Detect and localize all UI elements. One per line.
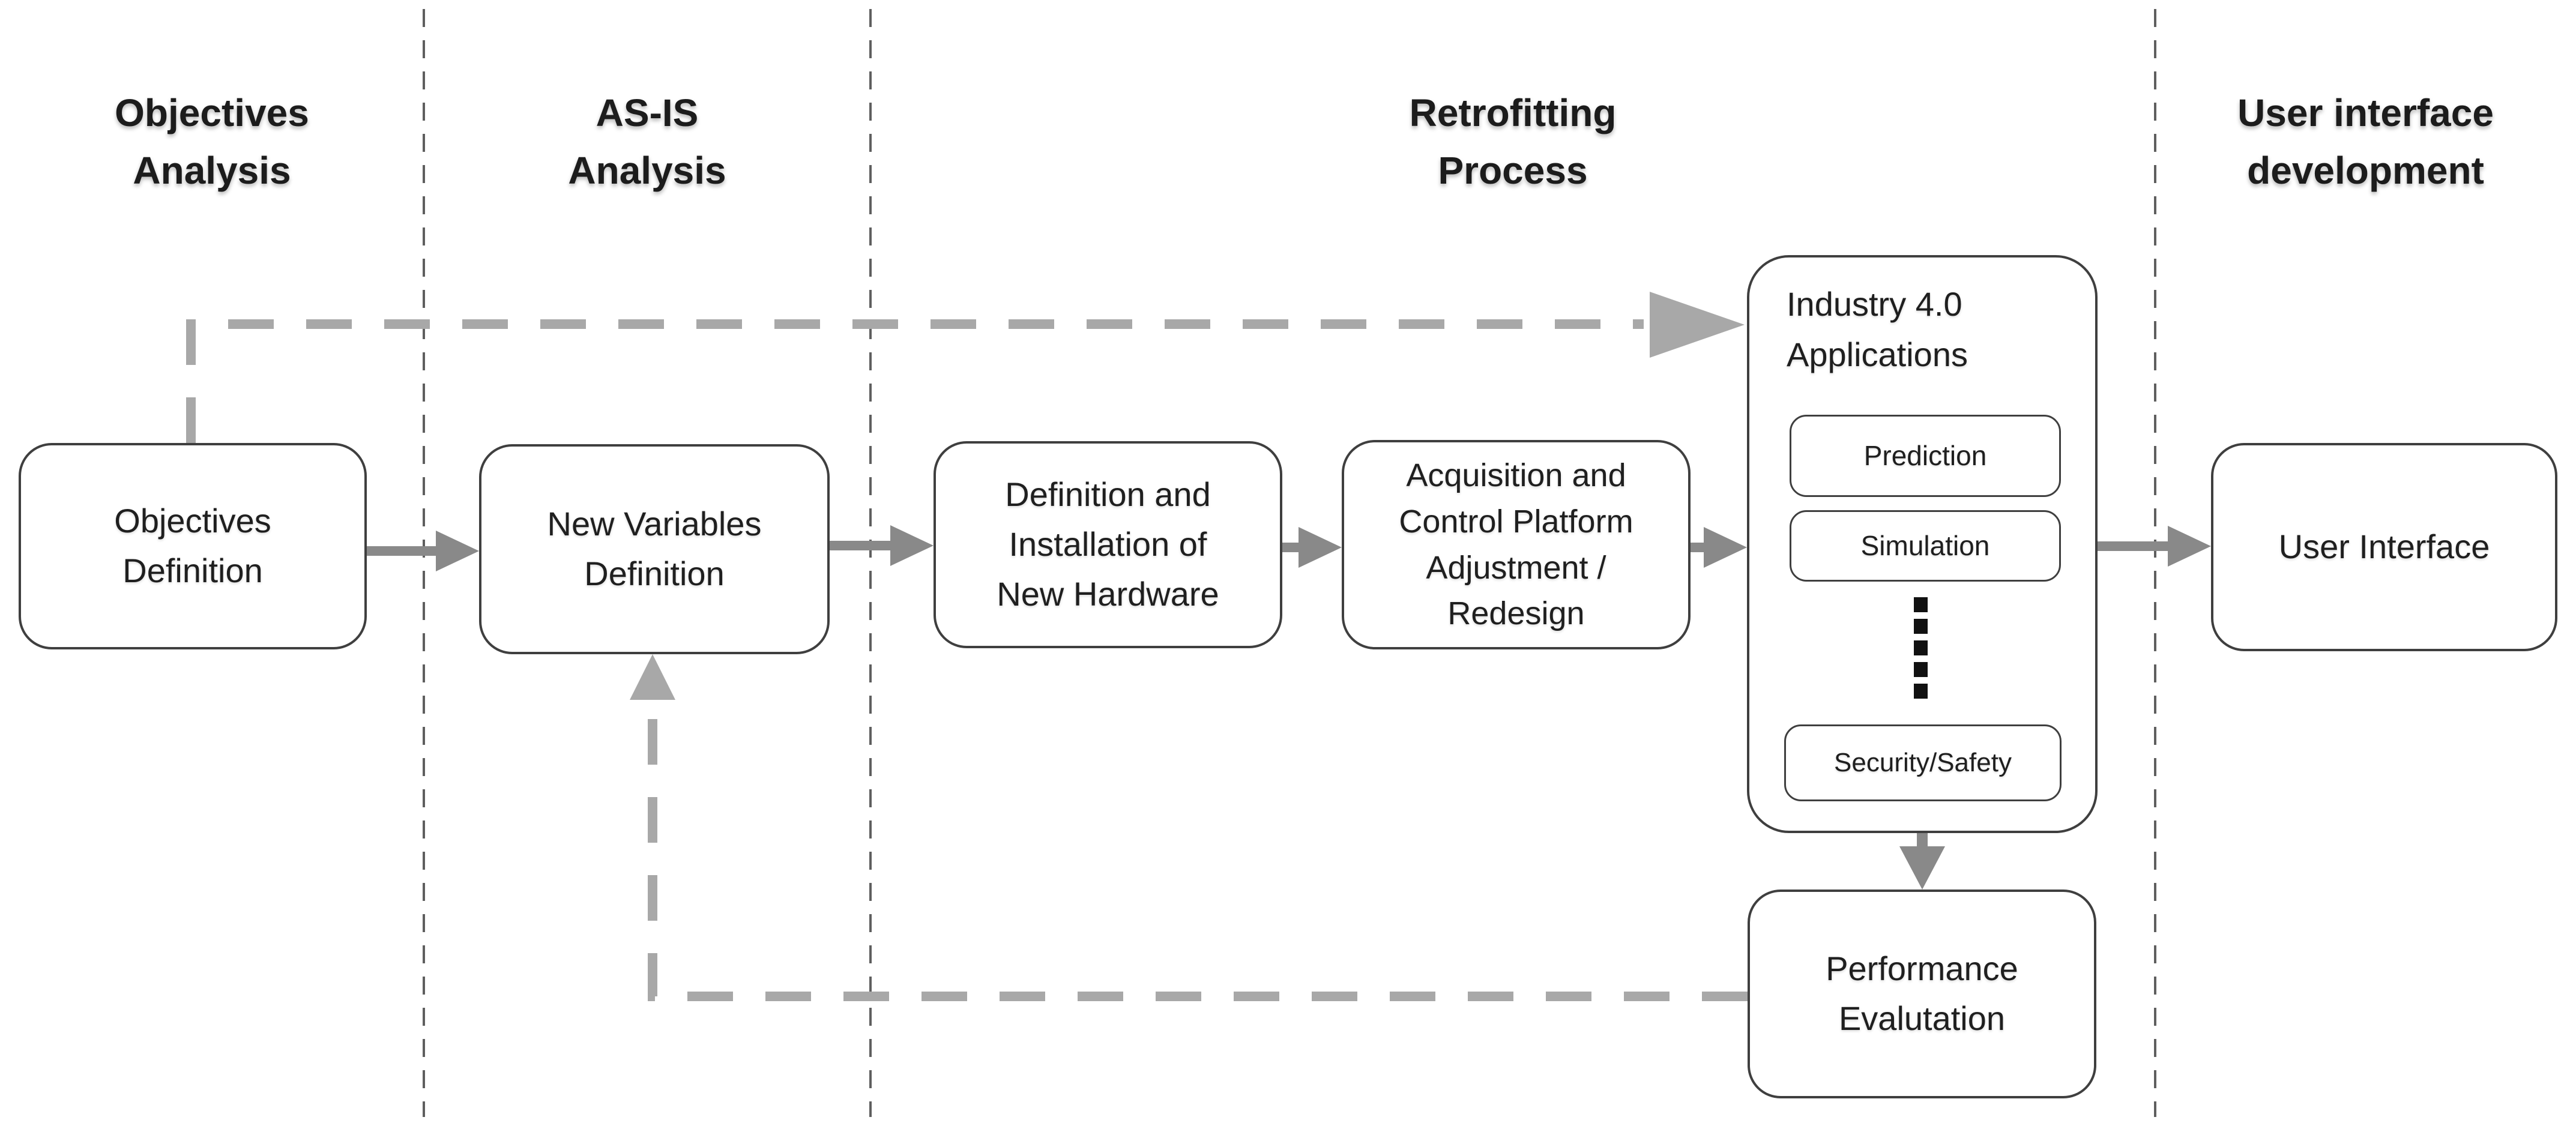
column-header-objectives-analysis: Objectives Analysis bbox=[115, 91, 309, 192]
subbox-security-safety-label: Security/Safety bbox=[1834, 748, 2012, 778]
box-objectives-definition-label: Objectives Definition bbox=[114, 502, 271, 589]
dashed-arrowhead-into-new-variables bbox=[630, 654, 675, 700]
subbox-simulation-label: Simulation bbox=[1860, 529, 1990, 561]
subbox-simulation: Simulation bbox=[1790, 510, 2061, 582]
arrow-industry-to-ui-head bbox=[2168, 526, 2211, 567]
box-user-interface-label: User Interface bbox=[2278, 528, 2490, 566]
arrow-industry-to-performance-head bbox=[1899, 846, 1945, 890]
box-acquisition-platform: Acquisition and Control Platform Adjustm… bbox=[1342, 440, 1691, 649]
box-acquisition-platform-label: Acquisition and Control Platform Adjustm… bbox=[1399, 457, 1633, 632]
arrow-hardware-to-acquisition-head bbox=[1299, 527, 1342, 568]
column-header-ui-development: User interface development bbox=[2237, 91, 2494, 192]
column-header-as-is-analysis: AS-IS Analysis bbox=[568, 91, 726, 192]
subbox-prediction-label: Prediction bbox=[1863, 439, 1987, 471]
box-new-variables-definition-label: New Variables Definition bbox=[547, 505, 762, 592]
industry-applications-title: Industry 4.0 Applications bbox=[1787, 285, 1968, 373]
box-performance-evaluation-label: Performance Evalutation bbox=[1826, 950, 2018, 1037]
vertical-ellipsis-icon bbox=[1914, 597, 1928, 699]
box-industry-applications: Industry 4.0 Applications Prediction Sim… bbox=[1747, 255, 2098, 833]
dashed-connector-performance-to-new-variables bbox=[648, 700, 1748, 1001]
subbox-security-safety: Security/Safety bbox=[1784, 724, 2062, 801]
box-new-variables-definition: New Variables Definition bbox=[479, 444, 830, 654]
arrow-objectives-to-new-variables-head bbox=[436, 531, 479, 571]
box-new-hardware: Definition and Installation of New Hardw… bbox=[934, 441, 1282, 648]
box-performance-evaluation: Performance Evalutation bbox=[1748, 890, 2096, 1098]
dashed-connector-objectives-to-industry bbox=[186, 319, 1644, 443]
arrow-acquisition-to-industry-head bbox=[1704, 527, 1747, 568]
subbox-prediction: Prediction bbox=[1790, 415, 2061, 497]
dashed-arrowhead-into-industry bbox=[1650, 292, 1745, 358]
column-header-retrofitting-process: Retrofitting Process bbox=[1409, 91, 1617, 192]
box-user-interface: User Interface bbox=[2211, 443, 2557, 651]
arrow-new-variables-to-hardware-head bbox=[890, 525, 934, 566]
box-objectives-definition: Objectives Definition bbox=[19, 443, 367, 649]
box-new-hardware-label: Definition and Installation of New Hardw… bbox=[997, 475, 1219, 613]
